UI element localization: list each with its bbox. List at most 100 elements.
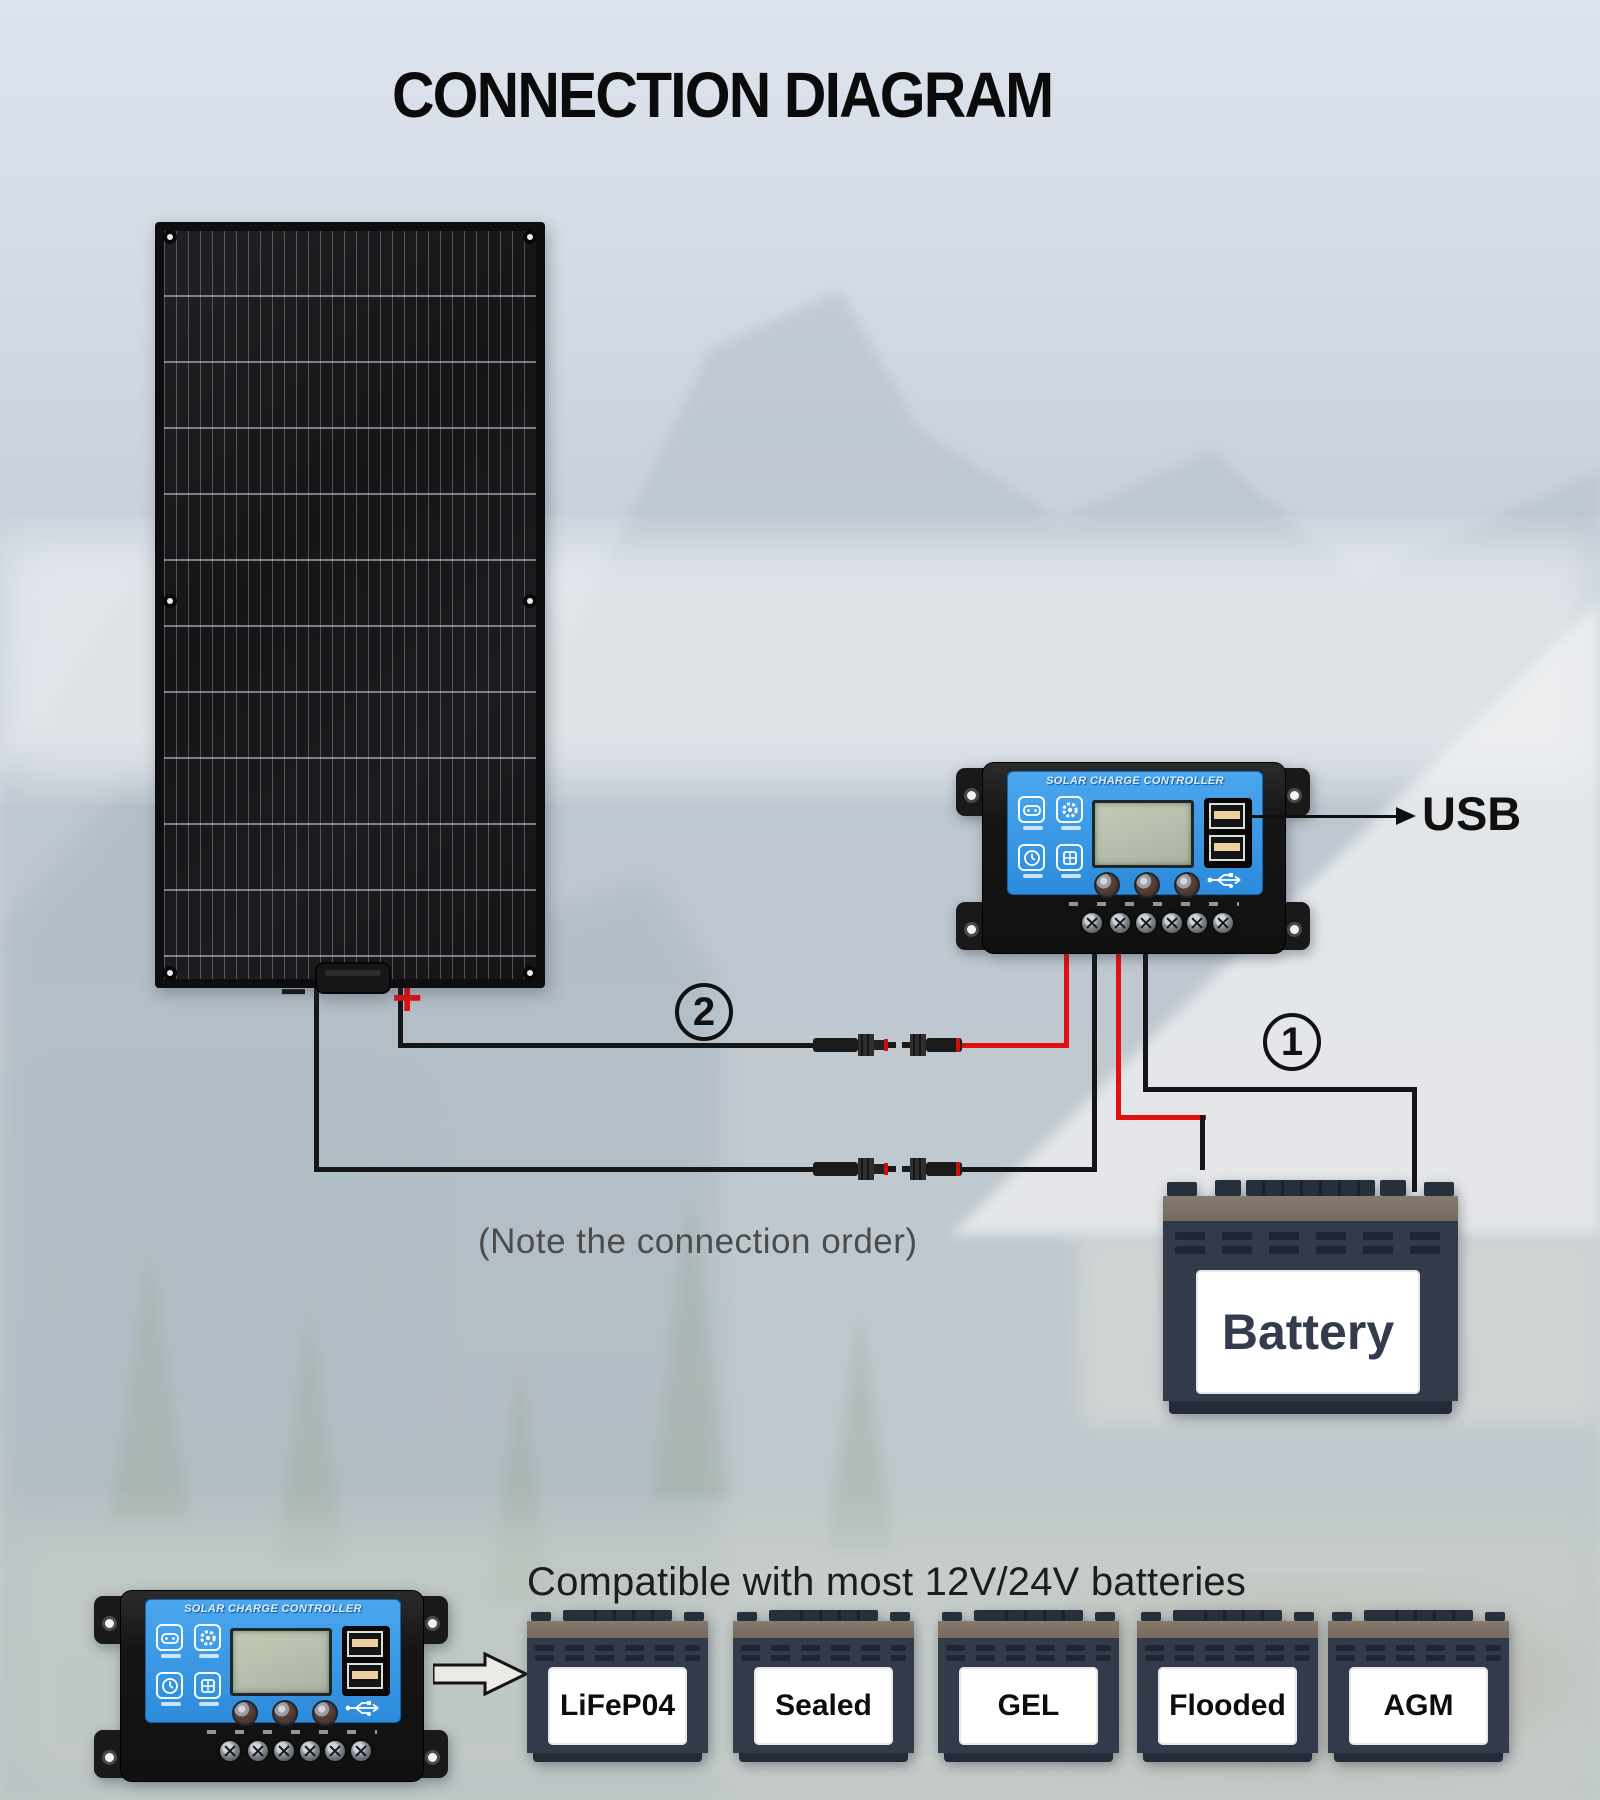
mounting-hole: [425, 1750, 440, 1765]
terminal-screw: [218, 1739, 242, 1763]
mounting-grommet: [523, 230, 537, 244]
battery-type-plate: AGM: [1349, 1667, 1488, 1745]
wire-pv-positive-segment: [398, 1043, 822, 1048]
down-button: [1174, 872, 1200, 898]
up-button: [1134, 872, 1160, 898]
usb-symbol-icon: [1207, 873, 1241, 888]
usb-callout-arrowhead: [1396, 807, 1416, 825]
down-button: [312, 1700, 338, 1726]
battery-terminals: [1163, 1180, 1458, 1196]
battery-type-plate: Sealed: [754, 1667, 893, 1745]
usb-ports: [1204, 798, 1252, 868]
gamepad-icon: [156, 1624, 186, 1666]
junction-box: [315, 962, 391, 994]
mounting-hole: [102, 1616, 117, 1631]
battery-type-label: GEL: [997, 1689, 1060, 1722]
mounting-grommet: [523, 966, 537, 980]
wire-battery-positive-segment: [1116, 940, 1121, 1120]
step-1-badge: 1: [1263, 1013, 1321, 1071]
wire-pv-negative-segment: [1092, 940, 1097, 1172]
controller-face: SOLAR CHARGE CONTROLLER: [145, 1599, 401, 1726]
terminal-screw: [1134, 911, 1158, 935]
controller-body: SOLAR CHARGE CONTROLLER: [120, 1590, 424, 1782]
battery-label: Battery: [1221, 1304, 1395, 1360]
wire-battery-positive-segment: [1116, 1115, 1206, 1120]
battery-type: Flooded: [1137, 1610, 1318, 1762]
lcd-screen: [1092, 800, 1194, 868]
mounting-hole: [964, 922, 979, 937]
mounting-hole: [425, 1616, 440, 1631]
terminal-screw: [349, 1739, 373, 1763]
page-title: CONNECTION DIAGRAM: [392, 59, 1054, 131]
terminal-markings: [1069, 902, 1239, 906]
battery-body: Battery: [1163, 1221, 1458, 1401]
solar-cells: [164, 231, 536, 979]
terminal-markings: [207, 1730, 377, 1734]
battery-label-plate: Battery: [1196, 1270, 1420, 1394]
wire-pv-positive-segment: [958, 1043, 1068, 1048]
wire-pv-negative-segment: [314, 985, 319, 1172]
battery-vents: [1175, 1232, 1446, 1240]
battery-type-label: Sealed: [775, 1689, 872, 1722]
lake: [0, 1080, 420, 1460]
mc4-connector-pair: [813, 1034, 962, 1056]
mounting-grommet: [523, 594, 537, 608]
up-button: [272, 1700, 298, 1726]
charge-controller: SOLAR CHARGE CONTROLLER: [956, 758, 1310, 956]
wire-pv-positive-segment: [1064, 940, 1069, 1048]
terminal-screw: [1080, 911, 1104, 935]
usb-label: USB: [1422, 787, 1522, 840]
wire-battery-negative-segment: [1143, 940, 1148, 1092]
terminal-screw: [298, 1739, 322, 1763]
terminal-screw: [323, 1739, 347, 1763]
battery-base: [1169, 1401, 1452, 1414]
usb-port-icon: [347, 1663, 383, 1689]
wire-pv-negative-segment: [958, 1167, 1096, 1172]
mounting-hole: [102, 1750, 117, 1765]
terminal-screw: [1160, 911, 1184, 935]
controller-body: SOLAR CHARGE CONTROLLER: [982, 762, 1286, 954]
usb-port-icon: [347, 1631, 383, 1657]
right-arrow-icon: [433, 1652, 528, 1696]
battery-type: GEL: [938, 1610, 1119, 1762]
battery-mode-icon: [1056, 844, 1086, 886]
menu-button: [232, 1700, 258, 1726]
wire-battery-positive-segment: [1200, 1115, 1205, 1170]
controller-face: SOLAR CHARGE CONTROLLER: [1007, 771, 1263, 898]
mounting-grommet: [163, 966, 177, 980]
terminal-screw: [1108, 911, 1132, 935]
usb-ports: [342, 1626, 390, 1696]
gear-icon: [1056, 796, 1086, 838]
terminal-screw: [1211, 911, 1235, 935]
battery-type-label: Flooded: [1169, 1689, 1286, 1722]
lcd-screen: [230, 1628, 332, 1696]
usb-port-icon: [1209, 835, 1245, 861]
battery-type-plate: GEL: [959, 1667, 1098, 1745]
battery-type-plate: Flooded: [1158, 1667, 1297, 1745]
terminal-screw: [1185, 911, 1209, 935]
mounting-hole: [1287, 922, 1302, 937]
battery-vents: [1175, 1246, 1446, 1254]
mounting-grommet: [163, 594, 177, 608]
mounting-hole: [964, 788, 979, 803]
controller-title: SOLAR CHARGE CONTROLLER: [184, 1603, 362, 1615]
clock-icon: [156, 1672, 186, 1714]
battery-top-band: [1163, 1196, 1458, 1221]
battery-type-plate: LiFeP04: [548, 1667, 687, 1745]
battery-mode-icon: [194, 1672, 224, 1714]
wire-pv-negative-segment: [314, 1167, 822, 1172]
clock-icon: [1018, 844, 1048, 886]
mc4-connector-pair: [813, 1158, 962, 1180]
usb-symbol-icon: [345, 1701, 379, 1716]
solar-panel: [155, 222, 545, 994]
compatibility-heading: Compatible with most 12V/24V batteries: [527, 1560, 1247, 1604]
battery-type: Sealed: [733, 1610, 914, 1762]
terminal-screw: [246, 1739, 270, 1763]
battery-type-label: LiFeP04: [559, 1689, 676, 1722]
controller-title: SOLAR CHARGE CONTROLLER: [1046, 775, 1224, 787]
connection-order-note: (Note the connection order): [478, 1222, 918, 1261]
wire-battery-negative-segment: [1143, 1087, 1417, 1092]
charge-controller: SOLAR CHARGE CONTROLLER: [94, 1586, 448, 1784]
wire-pv-positive-segment: [398, 985, 403, 1048]
